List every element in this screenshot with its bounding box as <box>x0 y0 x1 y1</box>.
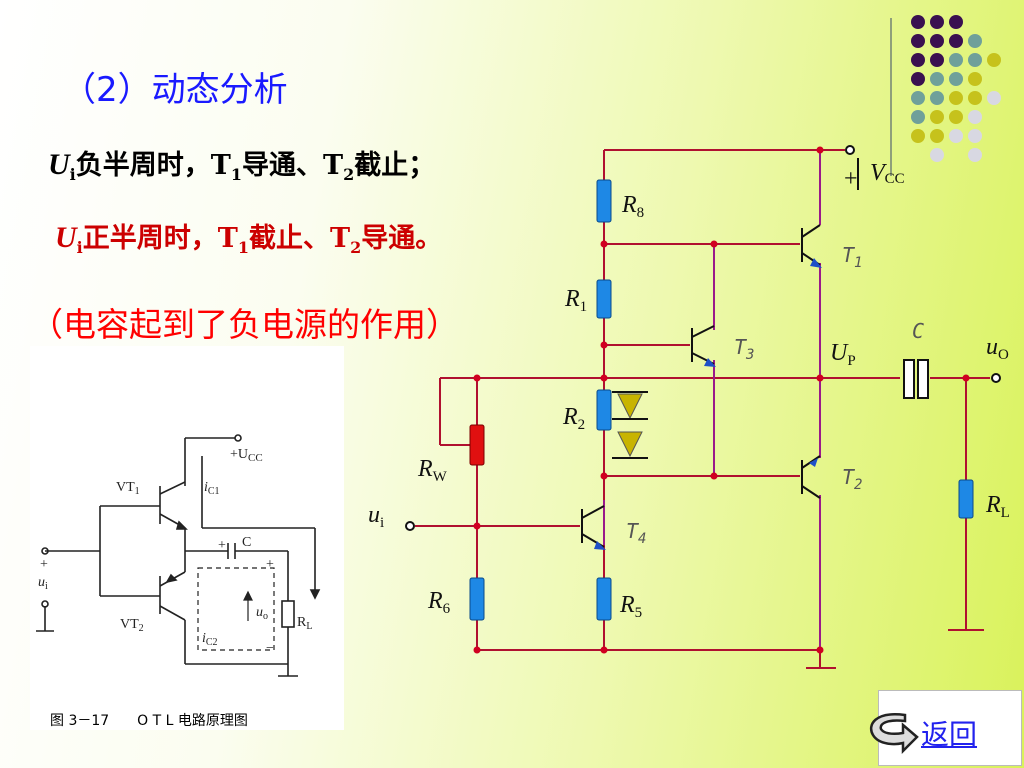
decorative-dot <box>949 15 963 29</box>
uo-label: uO <box>986 334 1009 363</box>
r5-label: R5 <box>619 592 642 621</box>
decorative-dot <box>930 72 944 86</box>
figure-caption: 图 3－17 O T L 电路原理图 <box>50 713 248 729</box>
small-vt1-label: VT1 <box>116 480 140 497</box>
decorative-dot <box>949 34 963 48</box>
decorative-dot <box>949 110 963 124</box>
small-rl-label: RL <box>297 615 312 632</box>
decorative-dot <box>911 15 925 29</box>
rw-label: RW <box>417 456 448 485</box>
small-cap-label: C <box>242 535 251 550</box>
resistors <box>469 179 974 621</box>
decorative-dot <box>911 72 925 86</box>
resistor-r2 <box>596 389 612 431</box>
capacitor-note: （电容起到了负电源的作用） <box>30 305 459 344</box>
c-label: C <box>912 319 924 343</box>
decorative-dot <box>949 72 963 86</box>
return-arrow-icon <box>870 713 919 755</box>
slide-heading: （2）动态分析 <box>62 70 288 110</box>
red-wires <box>415 149 990 669</box>
negative-half-cycle-text: Ui负半周时，T1导通、T2截止； <box>48 148 436 184</box>
decorative-dot <box>930 34 944 48</box>
decorative-dot <box>911 110 925 124</box>
back-button-label[interactable]: 返回 <box>921 718 978 751</box>
resistor-r1 <box>596 279 612 319</box>
r8-label: R8 <box>621 192 644 221</box>
decorative-dot <box>911 53 925 67</box>
small-in-plus: + <box>40 557 48 572</box>
terminals <box>405 145 1001 531</box>
resistor-r8 <box>596 179 612 223</box>
small-cap-plus: + <box>218 538 226 553</box>
small-vt2-label: VT2 <box>120 617 144 634</box>
decorative-dot <box>930 91 944 105</box>
resistor-rw <box>469 424 485 466</box>
rl-label: RL <box>985 492 1010 521</box>
t4-label: T4 <box>626 519 646 547</box>
t1-label: T1 <box>842 243 862 271</box>
diodes <box>612 391 648 459</box>
decorative-dot <box>930 129 944 143</box>
small-uo-label: uo <box>256 605 268 622</box>
decorative-dot <box>911 129 925 143</box>
small-ui-label: ui <box>38 575 48 592</box>
decorative-dot-grid <box>911 15 1001 162</box>
positive-half-cycle-text: Ui正半周时，T1截止、T2导通。 <box>55 221 443 257</box>
decorative-dot <box>911 34 925 48</box>
transistors <box>581 224 821 548</box>
decorative-dot <box>949 129 963 143</box>
capacitor-c <box>903 359 929 399</box>
decorative-dot <box>911 91 925 105</box>
decorative-dot <box>930 53 944 67</box>
otl-small-circuit: +UCC VT1 VT2 iC1 iC2 C + + − + ui uo RL <box>36 434 321 677</box>
decorative-dot <box>930 15 944 29</box>
resistor-rl <box>958 479 974 519</box>
decorative-dot <box>968 53 982 67</box>
decorative-dot <box>968 129 982 143</box>
decorative-dot <box>968 34 982 48</box>
small-out-minus: − <box>266 641 274 656</box>
decorative-dot <box>930 110 944 124</box>
up-label: UP <box>830 340 856 369</box>
ui-label: ui <box>368 502 384 531</box>
resistor-r5 <box>596 577 612 621</box>
resistor-r6 <box>469 577 485 621</box>
r6-label: R6 <box>427 588 451 617</box>
decorative-dot <box>968 110 982 124</box>
decorative-dot <box>949 91 963 105</box>
junction-dots <box>473 146 970 654</box>
r1-label: R1 <box>564 286 587 315</box>
vcc-label: VCC <box>870 160 905 187</box>
decorative-dot <box>949 53 963 67</box>
small-ucc-label: +UCC <box>230 447 263 464</box>
decorative-dot <box>968 148 982 162</box>
vcc-plus: + <box>844 166 858 192</box>
decorative-dot <box>987 91 1001 105</box>
decorative-dot <box>930 148 944 162</box>
transistor-arrows <box>594 258 822 550</box>
decorative-dot <box>987 53 1001 67</box>
r2-label: R2 <box>562 404 585 433</box>
decorative-dot <box>968 72 982 86</box>
decorative-dot <box>968 91 982 105</box>
t3-label: T3 <box>734 335 754 363</box>
t2-label: T2 <box>842 465 862 493</box>
small-ic2-label: iC2 <box>202 631 218 648</box>
otl-reference-figure: +UCC VT1 VT2 iC1 iC2 C + + − + ui uo RL <box>30 346 344 730</box>
decorative-divider <box>890 18 892 176</box>
small-ic1-label: iC1 <box>204 480 220 497</box>
back-button[interactable]: 返回 <box>870 690 1022 766</box>
purple-wires <box>603 150 821 650</box>
small-out-plus: + <box>266 557 274 572</box>
